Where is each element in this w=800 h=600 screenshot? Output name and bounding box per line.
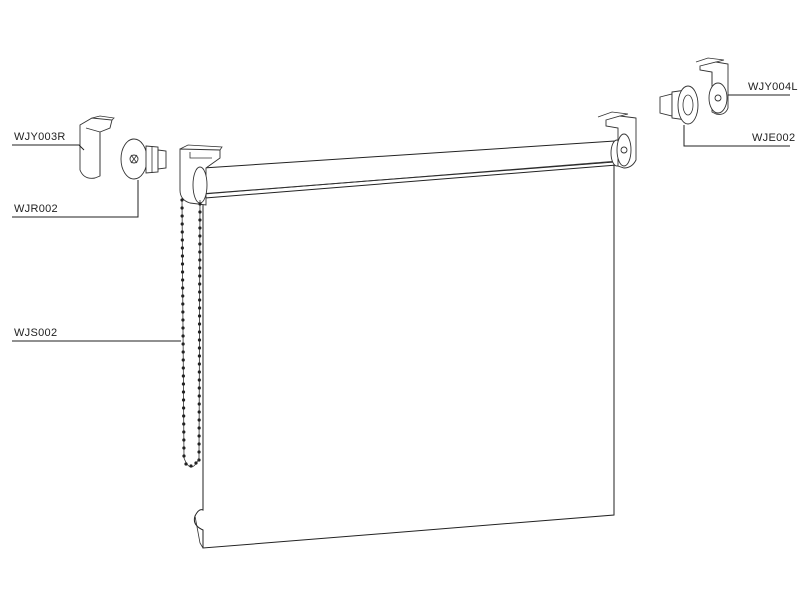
chain-bead	[198, 218, 202, 222]
chain-bead	[181, 374, 185, 378]
chain-bead	[197, 394, 201, 398]
chain-bead	[182, 430, 186, 434]
chain-bead	[197, 306, 202, 310]
chain-bead	[180, 222, 184, 226]
chain-bead	[181, 390, 186, 394]
chain-bead	[198, 290, 202, 294]
leader-lines	[12, 94, 790, 342]
bottom-rail	[194, 515, 204, 549]
chain-bead	[182, 438, 186, 442]
chain-bead	[181, 278, 185, 282]
blind-fabric	[193, 161, 615, 549]
chain-bead	[180, 254, 185, 258]
label-bracket-right: WJY004L	[748, 81, 798, 93]
chain-bead	[197, 346, 202, 350]
chain-bead	[197, 330, 202, 334]
chain-bead	[182, 422, 186, 426]
leader-bracket-left	[12, 144, 85, 151]
chain-bead	[181, 294, 185, 298]
label-bracket-left: WJY003R	[14, 131, 66, 143]
chain-bead	[197, 402, 201, 406]
chain-bead	[197, 370, 201, 374]
chain-bead	[198, 202, 202, 206]
roller-end-part	[120, 138, 167, 180]
chain-bead	[197, 314, 202, 318]
chain-bead	[198, 250, 202, 254]
chain-bead	[180, 262, 185, 266]
chain-bead	[197, 418, 201, 422]
chain-bead	[197, 386, 201, 390]
chain-bead	[181, 350, 185, 354]
chain-bead	[182, 414, 186, 418]
chain-bead	[181, 310, 185, 314]
chain-bead	[180, 270, 185, 274]
chain-bead	[181, 366, 185, 370]
chain-bead	[198, 234, 202, 238]
label-end-cap: WJE002	[752, 132, 795, 144]
chain-bead	[180, 214, 184, 218]
chain-bead	[182, 406, 186, 410]
chain-bead	[198, 274, 202, 278]
chain-bead	[180, 238, 184, 242]
chain-bead	[198, 298, 202, 302]
chain-bead	[194, 461, 198, 465]
blind-assembly	[179, 111, 637, 549]
chain-bead	[182, 454, 186, 458]
chain-bead	[181, 326, 185, 330]
end-cap-part	[659, 85, 699, 125]
label-chain: WJS002	[14, 327, 57, 339]
chain-bead	[197, 442, 201, 446]
chain-bead	[182, 446, 186, 450]
chain-bead	[197, 434, 201, 438]
chain-bead	[197, 378, 201, 382]
chain-bead	[197, 410, 201, 414]
chain-bead	[180, 198, 184, 202]
chain-bead	[198, 282, 202, 286]
bracket-left-part	[79, 115, 115, 179]
bead-chain	[180, 198, 202, 468]
leader-end-cap	[683, 125, 790, 147]
chain-bead	[197, 426, 201, 430]
chain-bead	[181, 342, 185, 346]
chain-bead	[198, 258, 202, 262]
roller-tube	[202, 139, 624, 199]
chain-bead	[181, 302, 185, 306]
chain-bead	[198, 226, 202, 230]
chain-bead	[181, 358, 185, 362]
chain-bead	[198, 210, 202, 214]
chain-bead	[181, 318, 185, 322]
chain-bead	[189, 464, 193, 468]
left-bracket-mounted	[179, 144, 223, 206]
label-roller-end: WJR002	[14, 203, 58, 215]
chain-bead	[197, 354, 202, 358]
chain-bead	[180, 230, 184, 234]
chain-bead	[181, 334, 185, 338]
chain-bead	[181, 398, 186, 402]
chain-bead	[197, 338, 202, 342]
right-bracket-mounted	[597, 111, 637, 169]
chain-bead	[197, 362, 201, 366]
chain-bead	[197, 450, 201, 454]
chain-bead	[180, 206, 184, 210]
chain-bead	[197, 322, 202, 326]
leader-roller-end	[12, 180, 139, 218]
chain-bead	[181, 286, 185, 290]
chain-bead	[180, 246, 184, 250]
chain-bead	[184, 462, 188, 466]
chain-bead	[181, 382, 186, 386]
bracket-right-part	[695, 57, 729, 115]
chain-bead	[198, 266, 202, 270]
chain-bead	[198, 242, 202, 246]
